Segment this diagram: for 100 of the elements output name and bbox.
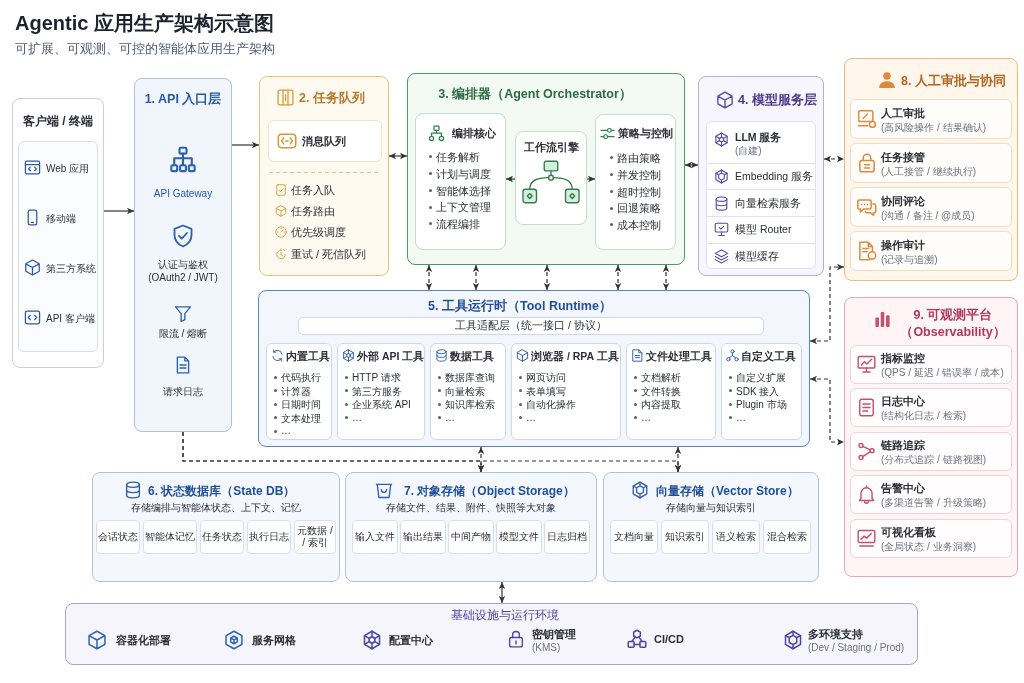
- item-label: 限流 / 熔断: [158, 327, 208, 341]
- dashed-arrow: [543, 264, 551, 291]
- tool-card: [626, 343, 716, 440]
- item-card: [850, 519, 1012, 558]
- list-item: 重试 / 死信队列: [291, 247, 367, 262]
- card-title: 操作审计: [881, 238, 925, 253]
- card-title: 任务接管: [881, 150, 925, 165]
- panel-title: 2. 任务队列: [299, 90, 365, 107]
- card-title: 浏览器 / RPA 工具: [531, 350, 619, 364]
- item-subtitle: (结构化日志 / 检索): [881, 409, 966, 423]
- card-title: 人工审批: [881, 106, 925, 121]
- dashed-arrow: [662, 264, 670, 291]
- item-subtitle: (多渠道告警 / 升级策略): [881, 496, 986, 510]
- item-card: [850, 231, 1012, 271]
- card-title: 指标监控: [881, 351, 925, 366]
- item-tile: [448, 520, 494, 554]
- list-item: HTTP 请求: [352, 371, 401, 385]
- tile-label: 模型文件: [498, 531, 540, 543]
- arrow: [103, 207, 135, 215]
- item-title: 密钥管理: [532, 627, 576, 642]
- panel-title: 4. 模型服务层: [738, 92, 817, 109]
- tile-label: 执行日志: [248, 531, 290, 543]
- list-item: 模型缓存: [735, 249, 779, 264]
- card-title: 协同评论: [881, 194, 925, 209]
- item-tile: [200, 520, 244, 554]
- layer-panel: [259, 76, 389, 276]
- bar-label: 工具适配层（统一接口 / 协议）: [455, 319, 607, 333]
- arrow: [586, 175, 596, 183]
- tile-label: 知识索引: [664, 531, 706, 543]
- card-title: 编排核心: [452, 127, 496, 141]
- inner-card: [515, 131, 587, 225]
- tile-label: 会话状态: [97, 531, 139, 543]
- item-tile: [496, 520, 542, 554]
- list-item: 第三方系统: [46, 262, 96, 276]
- list-item: 超时控制: [617, 184, 661, 200]
- list-item: Web 应用: [46, 162, 90, 176]
- dashed-arrow: [809, 263, 845, 345]
- list-item: 智能体选择: [436, 183, 491, 199]
- item-card: [850, 99, 1012, 139]
- layer-panel: [65, 603, 918, 665]
- tile-label: 语义检索: [715, 531, 757, 543]
- panel-subtitle: 存储文件、结果、附件、快照等大对象: [386, 501, 556, 515]
- card-title: 日志中心: [881, 394, 925, 409]
- list-item: …: [736, 411, 746, 423]
- item-subtitle: (KMS): [532, 642, 561, 653]
- layer-panel: [92, 472, 340, 582]
- item-title: 配置中心: [389, 633, 433, 648]
- dashed-arrow: [674, 446, 682, 473]
- list-item: 网页访问: [526, 371, 566, 385]
- tile-label: 输出结果: [402, 531, 444, 543]
- card-title: 数据工具: [450, 350, 494, 364]
- inner-card: [595, 114, 676, 250]
- card-title: 自定义工具: [741, 350, 796, 364]
- panel-subtitle: 存储向量与知识索引: [666, 501, 756, 515]
- list-item: 向量检索服务: [735, 196, 801, 211]
- tool-card: [337, 343, 425, 440]
- list-item: 文档解析: [641, 371, 681, 385]
- list-item: …: [641, 411, 651, 423]
- inner-card: [268, 120, 382, 162]
- tool-card: [430, 343, 506, 440]
- list-item: …: [352, 411, 362, 423]
- list-item: 成本控制: [617, 218, 661, 233]
- panel-title: 3. 编排器（Agent Orchestrator）: [438, 86, 632, 103]
- item-tile: [610, 520, 658, 554]
- list-item: 计算器: [281, 384, 311, 399]
- list-item: 流程编排: [436, 217, 480, 232]
- list-item: LLM 服务: [735, 131, 782, 145]
- panel-title: 6. 状态数据库（State DB）: [148, 483, 296, 500]
- list-item: …: [281, 425, 291, 436]
- item-card: [850, 388, 1012, 427]
- item-tile: [143, 520, 197, 554]
- tool-card: [266, 343, 332, 440]
- panel-title: 5. 工具运行时（Tool Runtime）: [428, 298, 612, 315]
- arrow: [388, 152, 408, 160]
- item-subtitle: (沟通 / 备注 / @成员): [881, 209, 975, 223]
- item-card: [850, 432, 1012, 471]
- item-tile: [712, 520, 760, 554]
- panel-title: 向量存储（Vector Store）: [656, 483, 799, 500]
- item-card: [850, 475, 1012, 514]
- card-title: 链路追踪: [881, 438, 925, 453]
- item-tile: [96, 520, 140, 554]
- layer-panel: [698, 76, 824, 276]
- arrow: [684, 161, 699, 169]
- adapter-bar: [298, 317, 764, 335]
- item-title: 服务网格: [252, 633, 296, 648]
- list-item: 自动化操作: [526, 398, 576, 412]
- panel-title: 7. 对象存储（Object Storage）: [404, 483, 575, 500]
- layer-panel: [844, 297, 1018, 577]
- inner-card: [415, 113, 506, 250]
- list-item: 计划与调度: [436, 166, 491, 182]
- item-tile: [661, 520, 709, 554]
- panel-title: 9. 可观测平台（Observability）: [899, 307, 1007, 341]
- tile-label: 文档向量: [613, 531, 655, 543]
- layer-panel: [258, 290, 810, 447]
- item-card: [850, 143, 1012, 183]
- item-subtitle: (人工接管 / 继续执行): [881, 165, 976, 179]
- panel-subtitle: 存储编排与智能体状态、上下文、记忆: [131, 501, 301, 515]
- list-item: 任务路由: [291, 204, 335, 219]
- item-subtitle: (分布式追踪 / 链路视图): [881, 453, 986, 467]
- list-item: 上下文管理: [436, 200, 491, 216]
